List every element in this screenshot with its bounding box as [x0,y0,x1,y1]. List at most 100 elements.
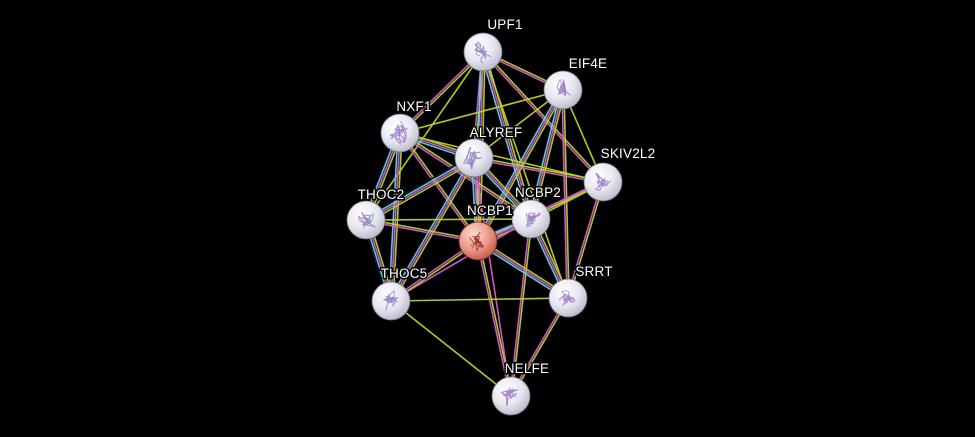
edge-UPF1-THOC2 [365,51,484,221]
edge-SRRT-THOC5 [390,297,569,302]
edge-strand-textmining [390,300,512,397]
protein-structure-glyph [467,151,480,170]
edge-NXF1-NCBP1 [398,131,480,243]
node-label-SRRT: SRRT [575,264,612,279]
node-label-NCBP1: NCBP1 [467,203,513,218]
edge-strand-coexpression [364,154,473,218]
node-NELFE[interactable] [491,376,531,416]
edge-strand-experiments [390,132,401,302]
protein-structure-glyph [526,215,535,228]
edge-strand-textmining [399,89,564,134]
edges-layer [362,50,605,397]
edge-strand-experiments [398,133,478,243]
edge-strand-textmining [483,50,605,182]
protein-structure-glyph [599,177,606,188]
node-THOC5[interactable] [371,281,411,321]
edge-NXF1-THOC5 [388,132,403,302]
node-NCBP1[interactable] [458,221,498,261]
edge-strand-experiments [390,157,475,302]
edge-strand-databases [388,156,473,301]
edge-NXF1-SKIV2L2 [399,132,604,183]
node-sphere [491,376,531,416]
protein-structure-glyph [390,120,407,144]
protein-structure-glyph [469,235,484,248]
edge-strand-experiments [473,157,512,397]
edge-strand-textmining [568,182,605,299]
edge-strand-textmining [390,297,569,302]
edge-strand-experiments [530,89,564,220]
edge-strand-experiments [473,158,603,184]
node-label-NXF1: NXF1 [396,99,431,114]
edge-SKIV2L2-SRRT [566,181,605,299]
node-SRRT[interactable] [548,278,588,318]
edge-strand-textmining [482,51,569,299]
edge-strand-databases [528,89,562,219]
edge-EIF4E-SRRT [561,89,570,299]
protein-structure-glyph [475,41,487,60]
node-label-NELFE: NELFE [505,361,550,376]
edge-UPF1-SRRT [482,51,569,299]
nodes-layer [346,32,623,416]
edge-strand-experiments [390,218,532,302]
edge-strand-textmining [478,240,513,396]
edge-strand-experiments [482,51,532,220]
node-label-ALYREF: ALYREF [470,125,523,140]
edge-NCBP1-NELFE [476,240,513,397]
protein-structure-glyph [362,212,374,229]
edge-strand-textmining [400,131,480,241]
edge-strand-textmining [367,160,476,224]
node-label-SKIV2L2: SKIV2L2 [601,146,656,161]
protein-structure-glyph [386,289,397,307]
edge-strand-textmining [365,218,532,221]
edge-strand-textmining [511,219,533,397]
edge-EIF4E-NCBP2 [528,89,566,220]
node-UPF1[interactable] [463,32,503,72]
edge-strand-experiments [561,89,568,299]
edge-strand-experiments [509,218,531,396]
edge-strand-experiments [481,52,603,184]
edge-EIF4E-NXF1 [399,89,564,134]
edge-THOC5-NELFE [390,300,512,397]
protein-structure-glyph [500,389,519,406]
edge-ALYREF-THOC5 [388,156,477,303]
edge-ALYREF-NELFE [473,157,512,397]
node-label-THOC5: THOC5 [381,266,428,281]
protein-structure-glyph [394,124,408,146]
edge-NCBP2-NELFE [509,218,533,397]
edge-THOC2-NCBP2 [365,218,532,221]
node-EIF4E[interactable] [543,70,583,110]
node-NXF1[interactable] [380,113,420,153]
node-ALYREF[interactable] [454,138,494,178]
edge-strand-textmining [392,133,403,302]
edge-strand-databases [388,132,399,301]
edge-strand-databases [480,52,530,220]
edge-strand-textmining [365,51,484,221]
edge-strand-experiments [476,241,511,397]
edge-strand-textmining [532,90,566,220]
edge-UPF1-SKIV2L2 [481,50,605,184]
protein-structure-glyph [556,78,566,95]
protein-structure-glyph [358,211,371,226]
node-label-EIF4E: EIF4E [569,56,608,71]
node-label-THOC2: THOC2 [358,187,405,202]
edge-strand-textmining [399,132,604,183]
node-SKIV2L2[interactable] [583,162,623,202]
edge-ALYREF-SKIV2L2 [473,156,604,184]
protein-structure-glyph [595,172,608,186]
edge-strand-experiments [366,158,475,222]
edge-strand-databases [365,156,474,220]
node-NCBP2[interactable] [511,199,551,239]
edge-ALYREF-THOC2 [364,154,476,224]
protein-structure-glyph [558,293,572,306]
protein-structure-glyph [560,290,570,304]
edge-strand-textmining [474,156,604,182]
node-THOC2[interactable] [346,200,386,240]
edge-strand-textmining [563,89,570,299]
protein-structure-glyph [525,212,541,222]
edge-strand-experiments [566,181,603,298]
edge-NCBP2-THOC5 [390,218,532,302]
edge-strand-textmining [392,158,477,303]
